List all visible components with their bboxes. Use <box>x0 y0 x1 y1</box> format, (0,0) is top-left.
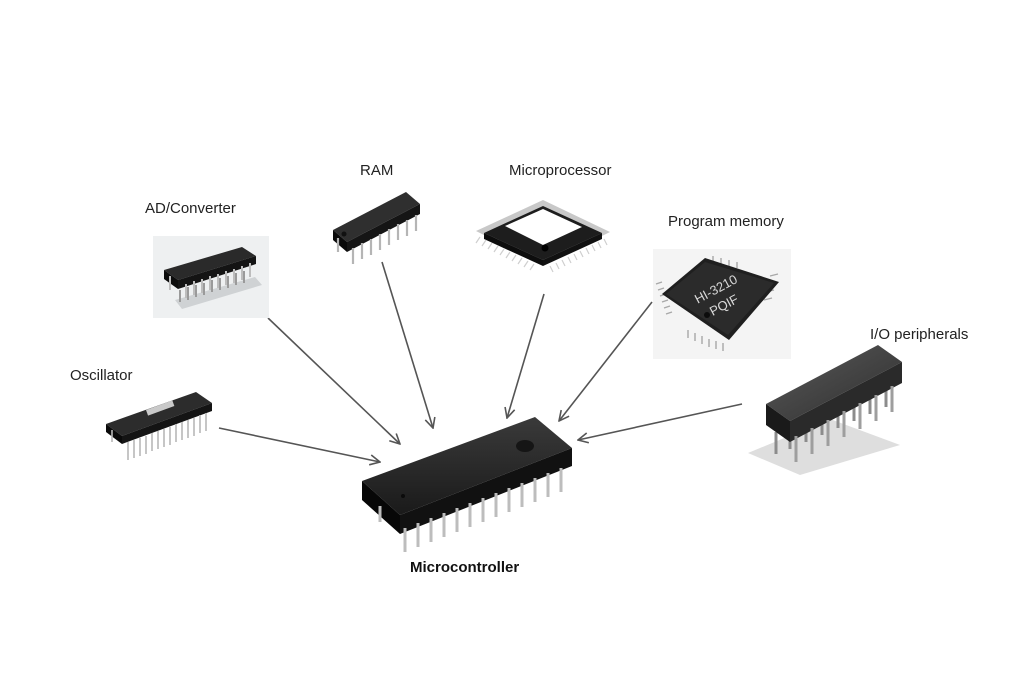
arrow-ad-converter <box>268 318 400 444</box>
label-ad-converter: AD/Converter <box>145 200 236 217</box>
label-microprocessor: Microprocessor <box>509 162 612 179</box>
arrow-io-peripherals <box>578 404 742 440</box>
arrow-oscillator <box>219 428 380 462</box>
microprocessor-chip <box>476 200 610 272</box>
arrow-ram <box>382 262 433 428</box>
oscillator-chip <box>106 392 212 460</box>
label-program-memory: Program memory <box>668 213 784 230</box>
ram-chip <box>333 192 420 264</box>
label-io-peripherals: I/O peripherals <box>870 326 968 343</box>
arrow-microprocessor <box>507 294 544 418</box>
arrow-program-memory <box>559 302 652 421</box>
program-memory-chip: HI-3210 PQIF <box>653 249 791 359</box>
label-oscillator: Oscillator <box>70 367 133 384</box>
label-ram: RAM <box>360 162 393 179</box>
ad-converter-chip <box>153 236 269 318</box>
io-peripherals-chip <box>748 345 902 475</box>
label-microcontroller: Microcontroller <box>410 559 519 576</box>
